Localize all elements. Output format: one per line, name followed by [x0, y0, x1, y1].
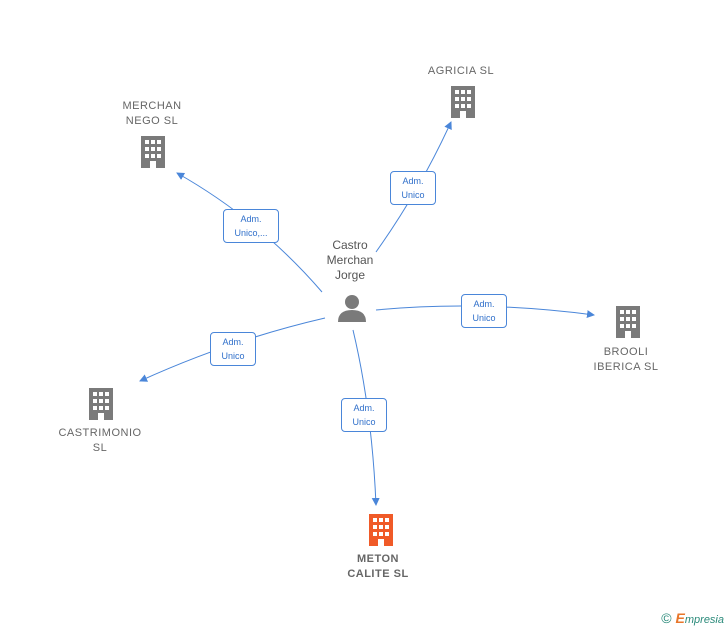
- company-label-brooli[interactable]: BROOLI IBERICA SL: [593, 346, 659, 373]
- person-icon[interactable]: [338, 295, 366, 322]
- company-label-castrimonio[interactable]: CASTRIMONIO SL: [58, 427, 142, 454]
- relation-label-merchan: Adm. Unico,...: [223, 209, 279, 243]
- company-label-agricia[interactable]: AGRICIA SL: [427, 65, 495, 77]
- relation-label-brooli: Adm. Unico: [461, 294, 507, 328]
- relation-label-meton: Adm. Unico: [341, 398, 387, 432]
- person-name[interactable]: Castro Merchan Jorge: [326, 238, 374, 282]
- building-icon[interactable]: [616, 306, 640, 338]
- brand-name: mpresia: [684, 614, 724, 626]
- copyright-icon: ©: [661, 610, 672, 626]
- building-icon[interactable]: [141, 136, 165, 168]
- building-icon[interactable]: [89, 388, 113, 420]
- company-label-merchan[interactable]: MERCHAN NEGO SL: [122, 100, 182, 127]
- building-icon[interactable]: [369, 514, 393, 546]
- relation-label-agricia: Adm. Unico: [390, 171, 436, 205]
- footer-brand: ©Empresia: [661, 610, 724, 626]
- relation-label-castrimonio: Adm. Unico: [210, 332, 256, 366]
- company-label-meton[interactable]: METON CALITE SL: [347, 553, 409, 580]
- brand-logo-letter: E: [675, 610, 685, 626]
- building-icon[interactable]: [451, 86, 475, 118]
